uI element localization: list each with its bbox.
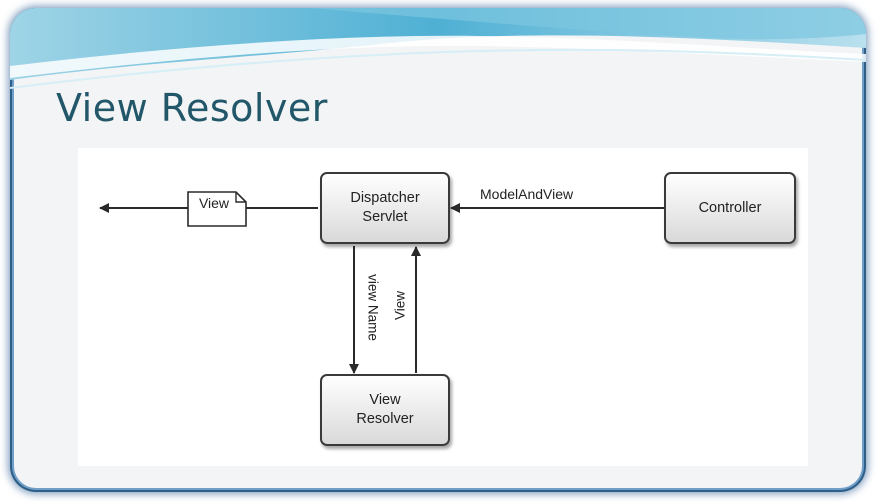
page-title: View Resolver [56, 86, 328, 130]
diagram-connectors [99, 191, 664, 374]
view-document-shape [187, 191, 247, 227]
modelandview-label: ModelAndView [480, 186, 574, 202]
view-name-label: view Name [365, 274, 381, 341]
view-resolver-line2: Resolver [356, 411, 414, 427]
view-resolver-line1: View [369, 392, 401, 408]
slide: View Resolver View Dispatcher Se [10, 8, 866, 492]
controller-node: Controller [664, 172, 796, 244]
dispatcher-line2: Servlet [362, 209, 408, 225]
view-resolver-diagram: View Dispatcher Servlet Controller View … [78, 148, 808, 466]
dispatcher-servlet-node: Dispatcher Servlet [320, 172, 450, 244]
view-resolver-node: View Resolver [320, 374, 450, 446]
dispatcher-line1: Dispatcher [350, 190, 420, 206]
view-document-label: View [198, 195, 230, 211]
view-return-label: View [392, 290, 408, 321]
controller-label: Controller [698, 199, 762, 216]
wave-banner [10, 8, 866, 89]
